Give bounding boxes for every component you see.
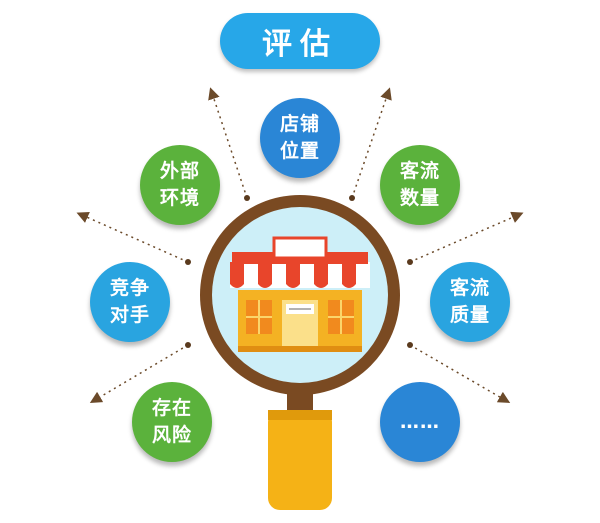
title-text: 评估: [262, 27, 338, 62]
connector-arrow-lower-right: [409, 344, 511, 404]
connector-arrow-right: [409, 211, 524, 263]
node-existing-risks: 存在 风险: [132, 382, 212, 462]
node-customer-flow-quality: 客流 质量: [430, 262, 510, 342]
node-store-location: 店铺 位置: [260, 98, 340, 178]
storefront-icon: [230, 236, 370, 352]
magnifier-handle: [268, 388, 332, 510]
node-competitors: 竞争 对手: [90, 262, 170, 342]
node-label: 竞争 对手: [109, 277, 150, 326]
node-label: 客流 数量: [399, 160, 440, 209]
connector-arrow-upper-left: [208, 87, 248, 199]
connector-arrow-lower-left: [89, 344, 189, 404]
title-badge: 评估: [220, 13, 380, 69]
node-customer-flow-quantity: 客流 数量: [380, 145, 460, 225]
node-label: 外部 环境: [159, 160, 200, 209]
node-external-environment: 外部 环境: [140, 145, 220, 225]
node-more: ……: [380, 382, 460, 462]
connector-arrow-left: [76, 211, 189, 263]
node-label: 店铺 位置: [279, 113, 320, 162]
node-label: 存在 风险: [151, 397, 192, 446]
connector-arrow-upper-right: [351, 87, 392, 199]
node-label: 客流 质量: [449, 277, 490, 326]
node-label: ……: [400, 410, 440, 433]
